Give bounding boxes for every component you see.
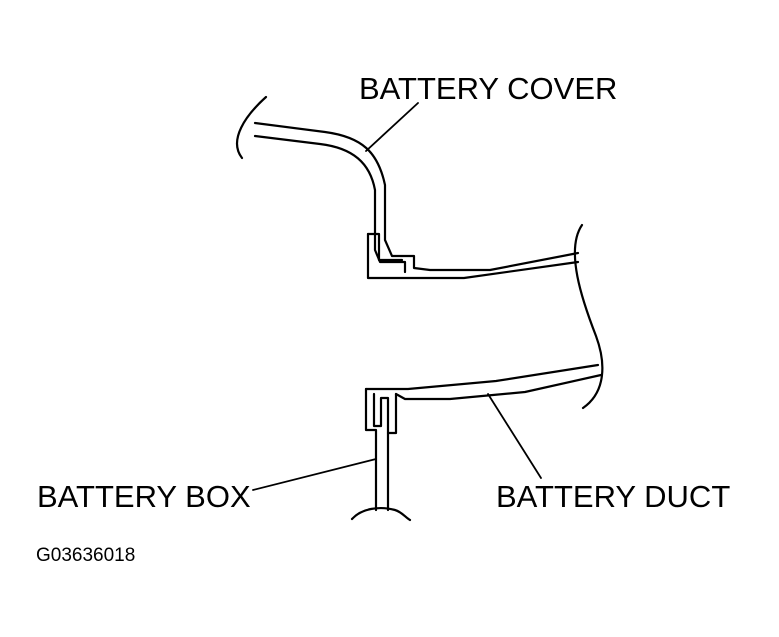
- battery-box-part: [350, 387, 412, 522]
- battery-box-leader-line: [252, 458, 377, 491]
- battery-cover-label: BATTERY COVER: [359, 71, 617, 106]
- battery-duct-leader-line: [487, 393, 542, 479]
- battery-duct-label: BATTERY DUCT: [496, 479, 730, 514]
- battery-cover-part: [235, 95, 604, 410]
- battery-box-label: BATTERY BOX: [37, 479, 251, 514]
- battery-duct-part: [364, 363, 603, 401]
- figure-code: G03636018: [36, 545, 135, 566]
- battery-cover-leader-line: [365, 102, 419, 152]
